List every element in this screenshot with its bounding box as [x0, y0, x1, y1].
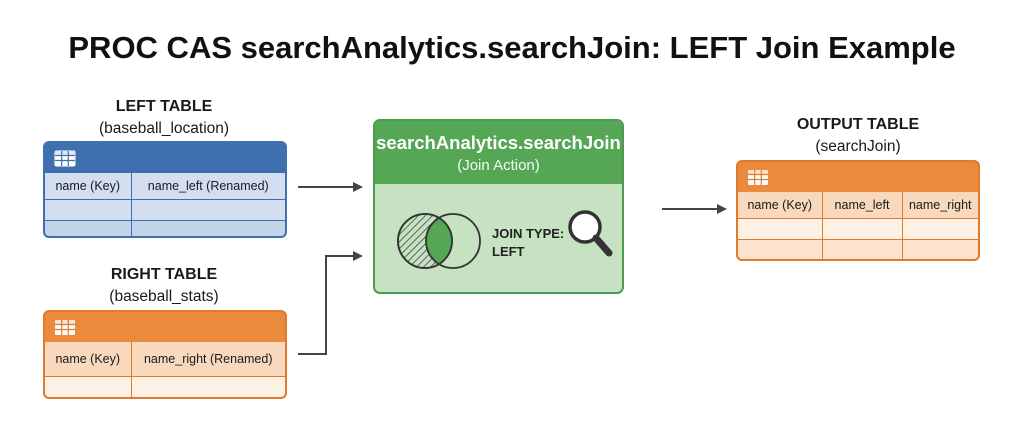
join-type-value: LEFT: [492, 244, 525, 259]
table-cell: [45, 376, 132, 397]
table-cell: [131, 220, 285, 236]
join-action-title: searchAnalytics.searchJoin: [376, 132, 621, 153]
output-table-column-header: name (Key): [738, 192, 823, 219]
venn-diagram-icon: [397, 213, 481, 269]
left-table-grid: name (Key) name_left (Renamed): [45, 173, 285, 236]
table-cell: [902, 239, 978, 259]
right-table-caption: RIGHT TABLE (baseball_stats): [44, 264, 284, 308]
right-table-subtitle: (baseball_stats): [109, 288, 219, 305]
right-to-action-arrow: [298, 251, 363, 355]
right-table-title: RIGHT TABLE: [110, 266, 218, 283]
table-cell: [131, 199, 285, 221]
right-table: name (Key) name_right (Renamed): [43, 310, 287, 399]
right-table-header: [45, 312, 285, 342]
table-icon: [748, 169, 768, 185]
left-table: name (Key) name_left (Renamed): [43, 141, 287, 238]
join-action-box: searchAnalytics.searchJoin (Join Action)…: [373, 119, 624, 294]
table-icon: [54, 150, 76, 166]
output-table: name (Key) name_left name_right: [736, 160, 980, 261]
magnifier-icon: [568, 210, 613, 257]
table-cell: [738, 239, 823, 259]
table-cell: [45, 199, 132, 221]
table-cell: [822, 239, 903, 259]
table-cell: [822, 218, 903, 240]
output-table-header: [738, 162, 978, 192]
left-table-subtitle: (baseball_location): [98, 120, 230, 137]
right-table-column-header: name (Key): [45, 342, 132, 377]
left-table-caption: LEFT TABLE (baseball_location): [44, 96, 284, 140]
join-action-header: searchAnalytics.searchJoin (Join Action): [375, 121, 622, 184]
output-table-title: OUTPUT TABLE: [796, 116, 920, 133]
left-table-column-header: name (Key): [45, 173, 132, 200]
table-cell: [902, 218, 978, 240]
page-title: PROC CAS searchAnalytics.searchJoin: LEF…: [68, 30, 956, 65]
output-table-column-header: name_left: [822, 192, 903, 219]
join-action-subtitle: (Join Action): [457, 157, 540, 174]
right-table-grid: name (Key) name_right (Renamed): [45, 342, 285, 397]
left-table-header: [45, 143, 285, 173]
table-cell: [45, 220, 132, 236]
join-type-text: JOIN TYPE: LEFT: [492, 225, 564, 261]
output-table-grid: name (Key) name_left name_right: [738, 192, 978, 259]
table-cell: [738, 218, 823, 240]
output-table-subtitle: (searchJoin): [815, 138, 901, 155]
left-table-title: LEFT TABLE: [115, 98, 213, 115]
output-table-column-header: name_right: [902, 192, 978, 219]
left-table-column-header: name_left (Renamed): [131, 173, 285, 200]
table-icon: [55, 319, 75, 335]
output-table-caption: OUTPUT TABLE (searchJoin): [737, 114, 979, 158]
join-type-label: JOIN TYPE:: [492, 226, 565, 241]
table-cell: [131, 376, 285, 397]
right-table-column-header: name_right (Renamed): [131, 342, 285, 377]
